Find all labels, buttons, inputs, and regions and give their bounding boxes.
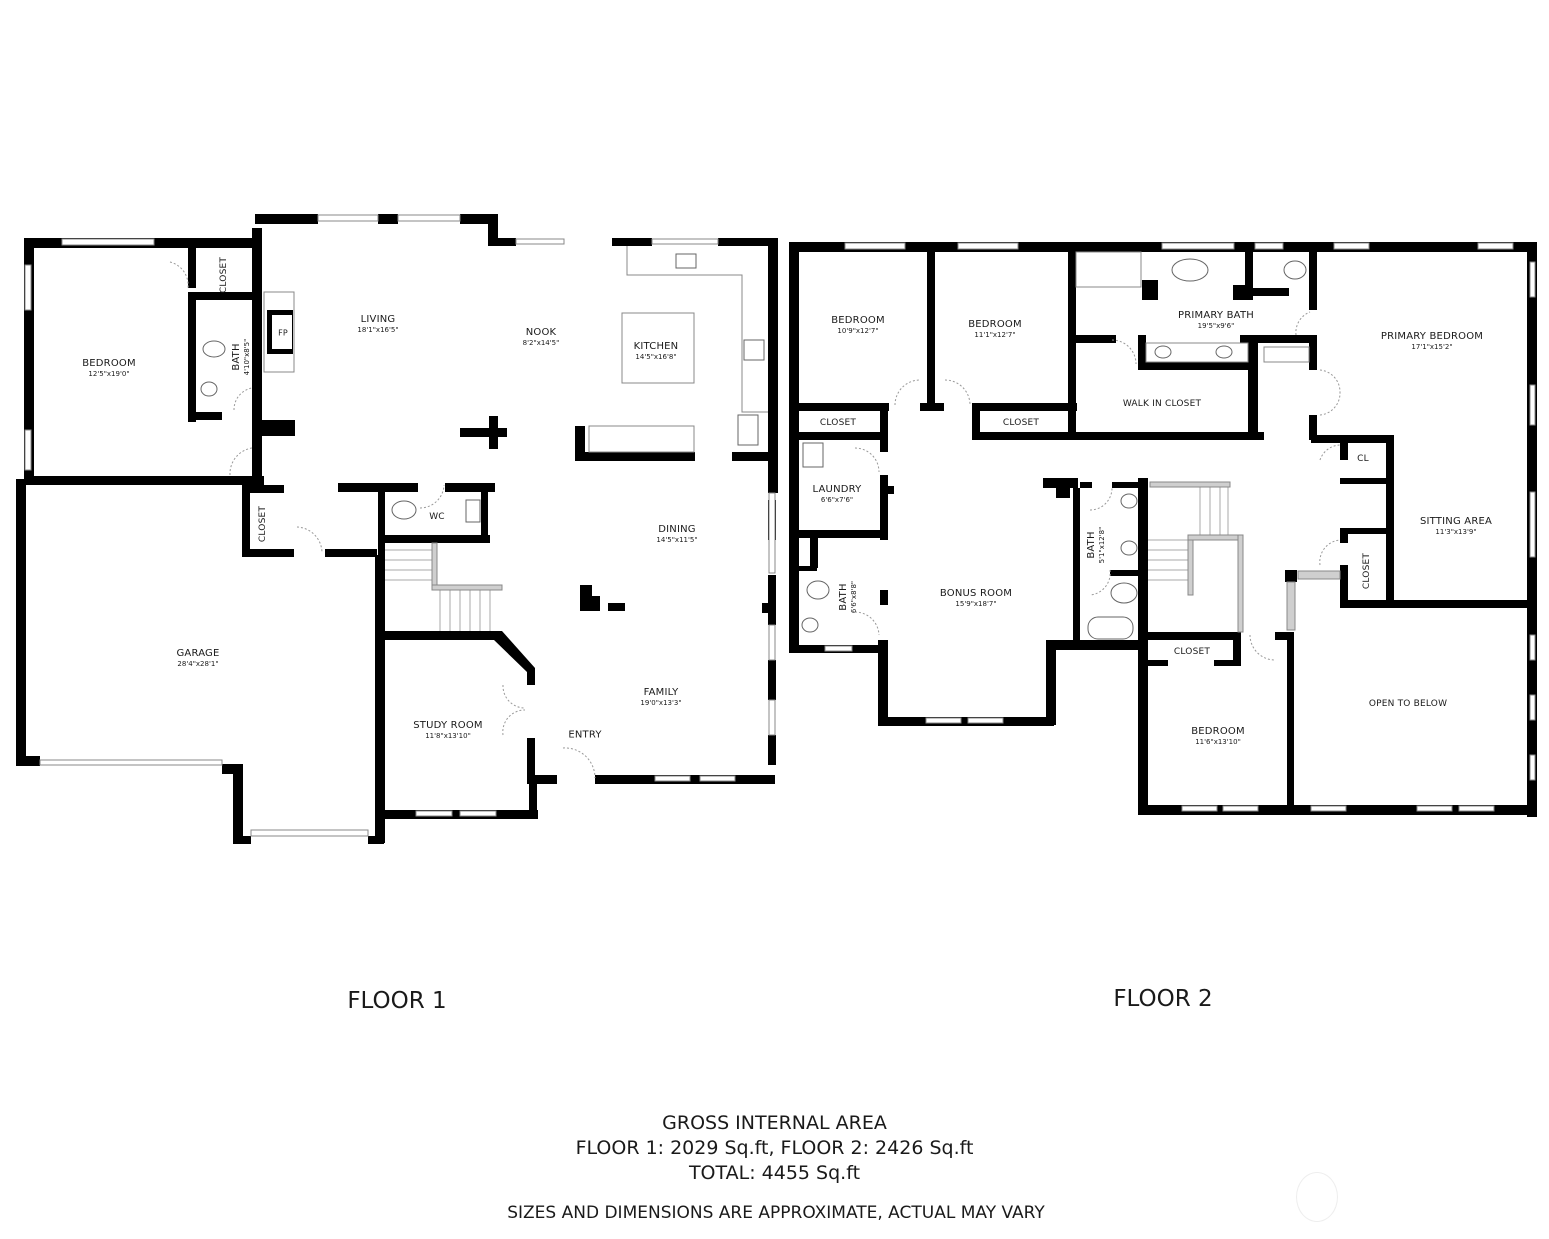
room-bonus-room: BONUS ROOM 15'9"x18'7" bbox=[939, 588, 1013, 608]
room-bath-f1: BATH 4'10"x8'5" bbox=[231, 338, 251, 376]
room-primary-bedroom: PRIMARY BEDROOM 17'1"x15'2" bbox=[1380, 331, 1484, 351]
room-dining: DINING 14'5"x11'5" bbox=[656, 524, 698, 544]
room-cl: CL bbox=[1357, 454, 1369, 464]
area-heading: GROSS INTERNAL AREA bbox=[662, 1112, 887, 1134]
room-bedroom-f1: BEDROOM 12'5"x19'0" bbox=[82, 358, 136, 378]
fireplace-label: FP bbox=[278, 328, 288, 338]
room-primary-bath: PRIMARY BATH 19'5"x9'6" bbox=[1178, 310, 1254, 330]
disclaimer: SIZES AND DIMENSIONS ARE APPROXIMATE, AC… bbox=[507, 1203, 1045, 1223]
floor-2-title: FLOOR 2 bbox=[1113, 986, 1213, 1012]
room-entry: ENTRY bbox=[568, 729, 602, 741]
room-wc: WC bbox=[429, 512, 445, 522]
room-bath-f2-left: BATH 6'6"x8'8" bbox=[838, 580, 858, 614]
area-summary: GROSS INTERNAL AREA FLOOR 1: 2029 Sq.ft,… bbox=[576, 1111, 974, 1186]
floor-1-title: FLOOR 1 bbox=[347, 988, 447, 1014]
watermark-logo bbox=[1296, 1172, 1338, 1222]
room-closet-f2-a: CLOSET bbox=[819, 418, 857, 428]
room-kitchen: KITCHEN 14'5"x16'8" bbox=[633, 341, 679, 361]
room-nook: NOOK 8'2"x14'5" bbox=[522, 327, 560, 347]
room-bedroom-f2-a: BEDROOM 10'9"x12'7" bbox=[831, 315, 885, 335]
room-bedroom-f2-b: BEDROOM 11'1"x12'7" bbox=[968, 319, 1022, 339]
floor-2-windows bbox=[824, 242, 1536, 812]
area-floors-line: FLOOR 1: 2029 Sq.ft, FLOOR 2: 2426 Sq.ft bbox=[575, 1137, 974, 1159]
room-closet-f1-garage: CLOSET bbox=[258, 505, 268, 543]
room-closet-f2-bedroom: CLOSET bbox=[1173, 647, 1211, 657]
floor-1-fixtures bbox=[169, 246, 768, 779]
room-study: STUDY ROOM 11'8"x13'10" bbox=[413, 720, 483, 740]
floor-2-fixtures bbox=[801, 251, 1341, 661]
floor-1-windows bbox=[24, 214, 776, 837]
room-walk-in-closet: WALK IN CLOSET bbox=[1122, 399, 1202, 409]
room-living: LIVING 18'1"x16'5" bbox=[357, 314, 399, 334]
room-closet-f1-bedroom: CLOSET bbox=[219, 256, 229, 294]
room-closet-f2-sitting: CLOSET bbox=[1362, 552, 1372, 590]
room-family: FAMILY 19'0"x13'3" bbox=[640, 687, 682, 707]
area-total-line: TOTAL: 4455 Sq.ft bbox=[688, 1162, 861, 1184]
room-sitting-area: SITTING AREA 11'3"x13'9" bbox=[1419, 516, 1493, 536]
room-garage: GARAGE 28'4"x28'1" bbox=[176, 648, 220, 668]
room-bath-f2-right: BATH 5'1"x12'8" bbox=[1086, 526, 1106, 564]
room-laundry: LAUNDRY 6'6"x7'6" bbox=[812, 484, 862, 504]
room-bedroom-f2-c: BEDROOM 11'6"x13'10" bbox=[1191, 726, 1245, 746]
open-to-below-label: OPEN TO BELOW bbox=[1368, 699, 1448, 709]
room-closet-f2-b: CLOSET bbox=[1002, 418, 1040, 428]
